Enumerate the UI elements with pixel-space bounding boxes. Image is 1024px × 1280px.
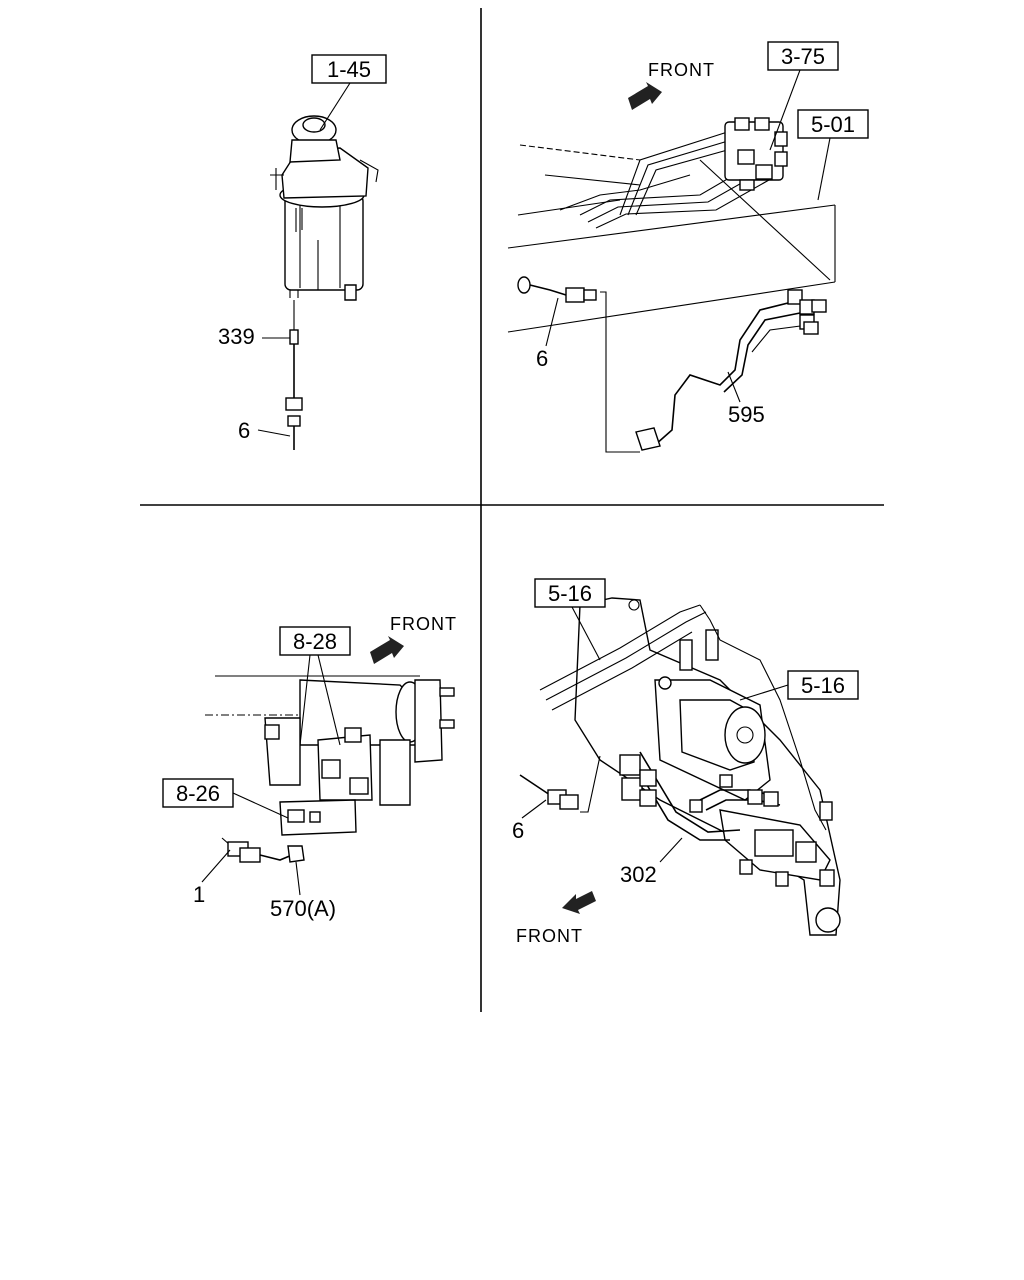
callout-box-3-75: 3-75 <box>767 41 839 151</box>
callout-6-br: 6 <box>512 818 524 843</box>
leader-6-br <box>521 799 547 819</box>
sensor-connector-570A <box>221 837 305 863</box>
leader-595 <box>727 371 741 403</box>
leader-6-tr <box>545 297 559 347</box>
leader-1 <box>201 849 231 883</box>
solenoid-valve <box>654 676 771 801</box>
ref-label-3-75: 3-75 <box>781 44 825 69</box>
callout-box-1-45: 1-45 <box>311 54 387 131</box>
callout-box-8-26: 8-26 <box>162 778 289 819</box>
callout-box-5-01: 5-01 <box>797 109 869 201</box>
front-arrow-bl: FRONT <box>370 614 457 664</box>
ref-label-5-16-b: 5-16 <box>801 673 845 698</box>
ref-label-5-16-a: 5-16 <box>548 581 592 606</box>
ref-label-8-26: 8-26 <box>176 781 220 806</box>
front-arrow-br: FRONT <box>516 891 596 946</box>
bracket-assembly <box>205 675 455 836</box>
brake-pipes <box>579 127 777 229</box>
fuel-filter-assembly <box>270 115 379 301</box>
callout-box-8-28: 8-28 <box>279 626 351 746</box>
front-arrow-tr: FRONT <box>628 60 715 110</box>
brake-valve-block <box>699 117 831 281</box>
front-label-tr: FRONT <box>648 60 715 80</box>
ref-label-5-01: 5-01 <box>811 112 855 137</box>
callout-595: 595 <box>728 402 765 427</box>
ref-label-1-45: 1-45 <box>327 57 371 82</box>
fuel-filter-wire <box>285 300 303 450</box>
connector-6-tr <box>517 276 640 453</box>
callout-1: 1 <box>193 882 205 907</box>
leader-6-tl <box>257 429 291 437</box>
callout-6-tl: 6 <box>238 418 250 443</box>
wire-harness-302 <box>580 751 781 841</box>
leader-570A <box>295 861 301 896</box>
front-label-bl: FRONT <box>390 614 457 634</box>
pipe-lines-br <box>539 604 833 831</box>
callout-570A: 570(A) <box>270 896 336 921</box>
callout-6-tr: 6 <box>536 346 548 371</box>
callout-339: 339 <box>218 324 255 349</box>
frame-rail <box>507 144 836 333</box>
front-label-br: FRONT <box>516 926 583 946</box>
callout-302: 302 <box>620 862 657 887</box>
callout-box-5-16-a: 5-16 <box>534 578 606 661</box>
wire-harness-595 <box>635 289 827 451</box>
connector-6-br <box>519 774 579 810</box>
leader-302 <box>659 837 683 863</box>
ref-label-8-28: 8-28 <box>293 629 337 654</box>
callout-box-5-16-b: 5-16 <box>739 670 859 701</box>
